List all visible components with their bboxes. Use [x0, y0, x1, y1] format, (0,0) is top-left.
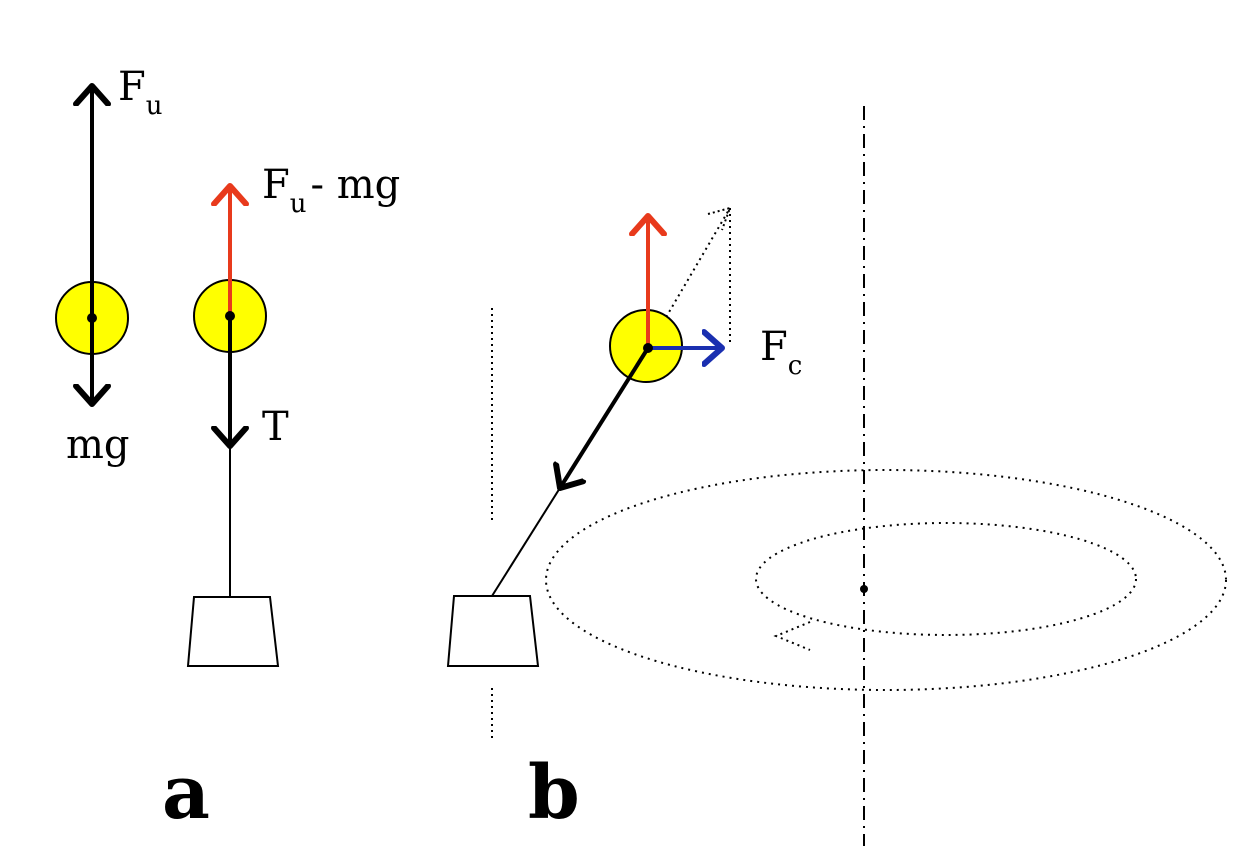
net-buoyancy-label: Fu- mg	[262, 162, 400, 219]
circular-path-outer	[545, 469, 1227, 691]
panel-b: Fc b	[446, 106, 1227, 846]
circular-path-inner	[755, 522, 1137, 636]
buoyant-force-label: Fu	[118, 64, 163, 121]
tilted-tension-arrow	[560, 346, 650, 488]
axis-center-dot	[860, 585, 868, 593]
part-label-a: a	[162, 750, 210, 836]
centripetal-force-label: Fc	[760, 324, 802, 381]
weight-label: mg	[66, 422, 130, 468]
anchor-weight-b	[446, 595, 540, 667]
resultant-dotted-head	[707, 206, 732, 231]
anchor-weight-a	[186, 596, 280, 667]
panel-a: Fu mg Fu- mg T a	[55, 64, 400, 836]
rotation-direction-arrowhead	[773, 621, 811, 651]
free-balloon-center-dot	[87, 313, 97, 323]
tension-label: T	[262, 404, 289, 450]
tilted-balloon-center-dot	[643, 343, 653, 353]
tethered-balloon-center-dot	[225, 311, 235, 321]
part-label-b: b	[528, 750, 580, 836]
